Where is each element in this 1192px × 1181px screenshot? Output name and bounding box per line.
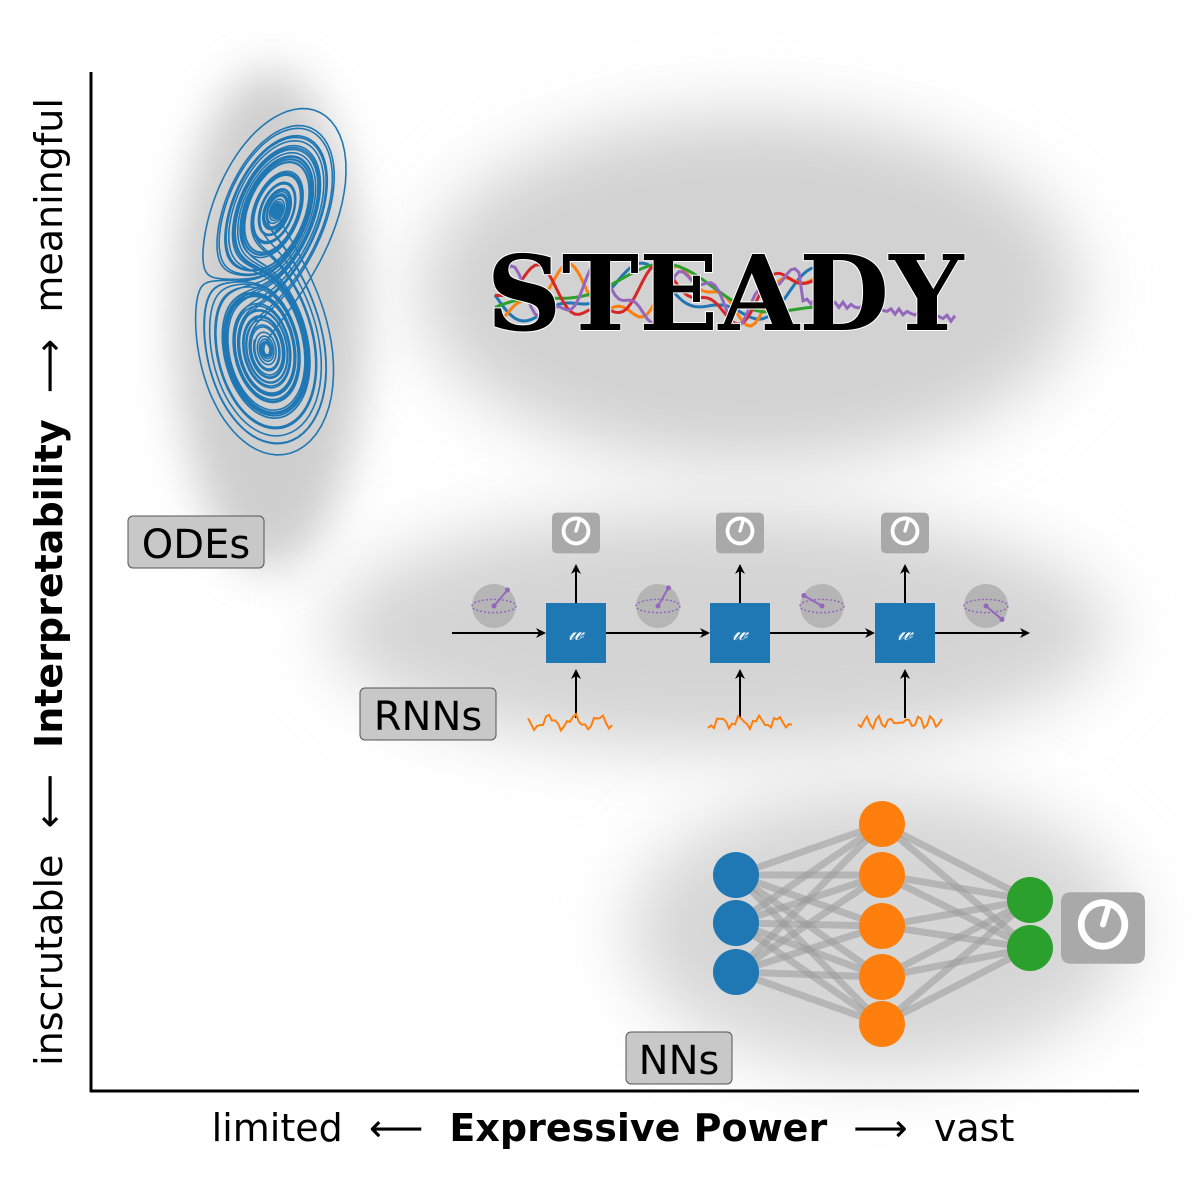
lorenz-trajectory <box>194 107 347 456</box>
nn-edge <box>735 968 883 981</box>
nn-edge <box>734 820 884 879</box>
gauge-icon <box>716 512 764 554</box>
nn-edge <box>734 872 884 975</box>
x-axis-left-text: limited <box>212 1106 343 1150</box>
neural-network <box>713 801 1145 1047</box>
nn-edge <box>881 896 1031 930</box>
nn-edge <box>733 821 885 975</box>
nn-edge <box>880 820 1032 904</box>
steady-series-line <box>494 261 820 328</box>
rnn-cell <box>710 603 770 663</box>
nn-node <box>1007 877 1053 923</box>
gauge-icon <box>881 512 929 554</box>
steady-title: STEADY <box>487 232 966 355</box>
gauge-icon <box>1061 892 1145 964</box>
nn-edge <box>880 944 1032 1028</box>
svg-text:ODEs: ODEs <box>142 522 250 568</box>
lorenz-attractor-icon <box>194 107 347 456</box>
nn-node <box>713 900 759 946</box>
state-sphere-icon <box>963 584 1009 628</box>
rnn-cell <box>875 603 935 663</box>
y-axis-top-arrow: ⟶ <box>27 339 71 393</box>
x-axis-label: limited ⟵ Expressive Power ⟶ vast <box>212 1106 1015 1150</box>
y-axis-bottom-arrow: ⟵ <box>27 774 71 828</box>
nn-edge <box>880 896 1032 981</box>
nn-edge <box>734 922 884 976</box>
y-axis-title: Interpretability <box>27 419 71 748</box>
nn-edge <box>879 897 1033 1027</box>
steady-series-line <box>493 262 957 328</box>
svg-text:NNs: NNs <box>639 1038 720 1084</box>
input-signal <box>527 712 613 733</box>
steady-time-series <box>493 261 957 328</box>
rnn-cell-label: 𝓌 <box>897 621 914 646</box>
input-signal <box>707 713 793 732</box>
nn-node <box>859 903 905 949</box>
rnn-cell-label: 𝓌 <box>732 621 749 646</box>
nns-label: NNs <box>625 1031 733 1085</box>
x-axis-right-arrow: ⟶ <box>853 1106 907 1150</box>
nn-node <box>859 801 905 847</box>
nn-edge <box>734 821 884 926</box>
steady-group: STEADY <box>486 231 967 356</box>
state-sphere-icon <box>799 584 845 628</box>
state-sphere-icon <box>635 584 681 628</box>
nn-node <box>1007 925 1053 971</box>
steady-blob <box>420 115 1080 465</box>
x-axis-title: Expressive Power <box>449 1106 827 1150</box>
nn-edge <box>734 968 884 1028</box>
nn-node <box>859 1001 905 1047</box>
svg-text:RNNs: RNNs <box>374 694 482 740</box>
axes <box>89 72 1139 1093</box>
nn-edges <box>733 820 1033 1028</box>
gauge-icon <box>552 512 600 554</box>
nn-node <box>713 852 759 898</box>
y-axis-top-text: meaningful <box>27 98 71 313</box>
nn-node <box>713 949 759 995</box>
x-axis-left-arrow: ⟵ <box>369 1106 423 1150</box>
steady-series-line <box>494 262 820 326</box>
nn-edge <box>881 871 1031 904</box>
state-sphere-icon <box>471 584 517 628</box>
rnn-cell-label: 𝓌 <box>568 621 585 646</box>
y-axis-bottom-text: inscrutable <box>27 855 71 1066</box>
rnns-label: RNNs <box>359 687 497 741</box>
input-signal <box>857 714 943 731</box>
nn-node <box>859 954 905 1000</box>
rnn-cell <box>546 603 606 663</box>
nn-node <box>859 852 905 898</box>
odes-label: ODEs <box>127 515 265 569</box>
x-axis-right-text: vast <box>934 1106 1014 1150</box>
y-axis-label: inscrutable ⟵ Interpretability ⟶ meaning… <box>27 98 71 1066</box>
